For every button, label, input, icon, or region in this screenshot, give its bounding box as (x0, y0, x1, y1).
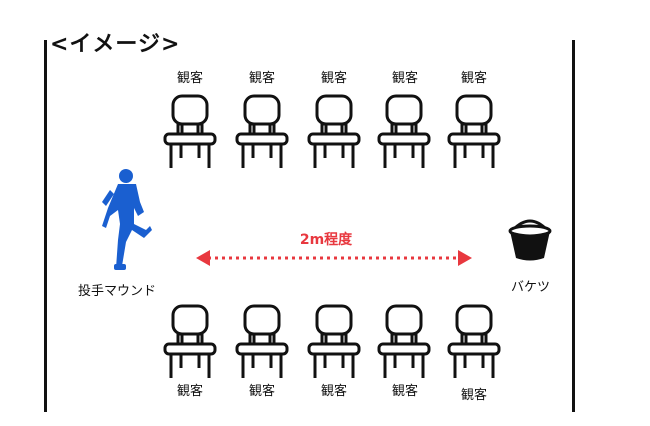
chair-icon (235, 94, 289, 168)
chair-icon (307, 94, 361, 168)
bucket-icon (508, 219, 552, 261)
chair-icon (377, 304, 431, 378)
double-arrow-icon (196, 250, 472, 266)
bucket-label: バケツ (511, 280, 551, 295)
right-wall (572, 40, 575, 412)
bottom-seat-label: 観客 (320, 384, 347, 399)
top-seat-label: 観客 (320, 71, 347, 86)
chair-icon (163, 304, 217, 378)
pitcher-label: 投手マウンド (78, 284, 157, 299)
top-seat-label: 観客 (248, 71, 275, 86)
top-seat-label: 観客 (176, 71, 203, 86)
bottom-seat-label: 観客 (248, 384, 275, 399)
left-wall (44, 40, 47, 412)
distance-label: 2m程度 (299, 232, 353, 248)
chair-icon (447, 304, 501, 378)
chair-icon (307, 304, 361, 378)
top-seat-label: 観客 (391, 71, 418, 86)
top-seat-label: 観客 (460, 71, 487, 86)
pitcher-icon (102, 169, 152, 270)
diagram-title: <イメージ> (50, 32, 181, 57)
chair-icon (235, 304, 289, 378)
bottom-seat-label: 観客 (460, 388, 487, 403)
bottom-seat-label: 観客 (176, 384, 203, 399)
bottom-seat-label: 観客 (391, 384, 418, 399)
chair-icon (447, 94, 501, 168)
chair-icon (163, 94, 217, 168)
chair-icon (377, 94, 431, 168)
